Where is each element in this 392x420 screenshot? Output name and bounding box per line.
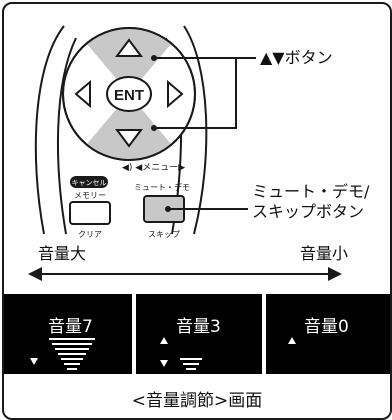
left-arrow-icon	[74, 79, 91, 109]
right-arrow-icon	[167, 79, 184, 109]
volume-bars-3	[160, 337, 202, 370]
down-arrow-icon	[115, 129, 143, 148]
mute-skip-label-line2: スキップボタン	[252, 202, 365, 221]
up-arrow-icon	[115, 38, 143, 57]
up-indicator-icon	[288, 337, 296, 344]
volume-max-label: 音量大	[38, 244, 87, 263]
up-indicator-icon	[160, 337, 168, 344]
volume-text: 音量0	[304, 317, 349, 337]
enter-label: ENT	[114, 87, 144, 104]
down-indicator-icon	[160, 360, 168, 367]
volume-bars-7	[30, 338, 95, 370]
volume-min-label: 音量小	[300, 244, 349, 263]
volume-screen-3: 音量3	[136, 294, 262, 374]
menu-label: ◀) ◀メニュー▶	[122, 163, 185, 173]
volume-text: 音量3	[176, 317, 221, 337]
volume-screen-7: 音量7	[4, 294, 132, 374]
skip-label: スキップ	[148, 230, 180, 239]
mute-demo-label: ミュート・デモ	[134, 182, 190, 192]
arrow-left-icon	[28, 267, 42, 281]
callout-line-down	[154, 58, 237, 129]
cancel-badge: キャンセル	[72, 179, 107, 187]
clear-label: クリア	[78, 230, 102, 239]
enter-button	[106, 76, 152, 112]
figure-caption: <音量調節>画面	[131, 391, 263, 411]
remote-body-outline	[34, 25, 208, 235]
down-indicator-icon	[30, 358, 38, 365]
cancel-badge-bg	[70, 176, 108, 188]
volume-screen-0: 音量0	[266, 294, 390, 374]
remote-inner-left	[57, 37, 77, 235]
mute-skip-label-line1: ミュート・デモ/	[252, 182, 370, 201]
memory-label: メモリー	[74, 191, 106, 200]
down-wedge-highlight	[87, 94, 171, 160]
updown-button-label: ▲▼ボタン	[260, 48, 333, 67]
clear-button	[69, 201, 111, 225]
up-wedge-highlight	[87, 28, 171, 94]
dpad-outer	[62, 27, 196, 161]
volume-text: 音量7	[48, 317, 93, 337]
arrow-right-icon	[328, 267, 342, 281]
remote-control-illustration: ENT ◀) ◀メニュー▶ キャンセル メモリー ミュート・デモ クリア スキッ…	[34, 25, 256, 239]
volume-range-arrow	[28, 267, 342, 281]
volume-bars-0	[288, 337, 296, 344]
